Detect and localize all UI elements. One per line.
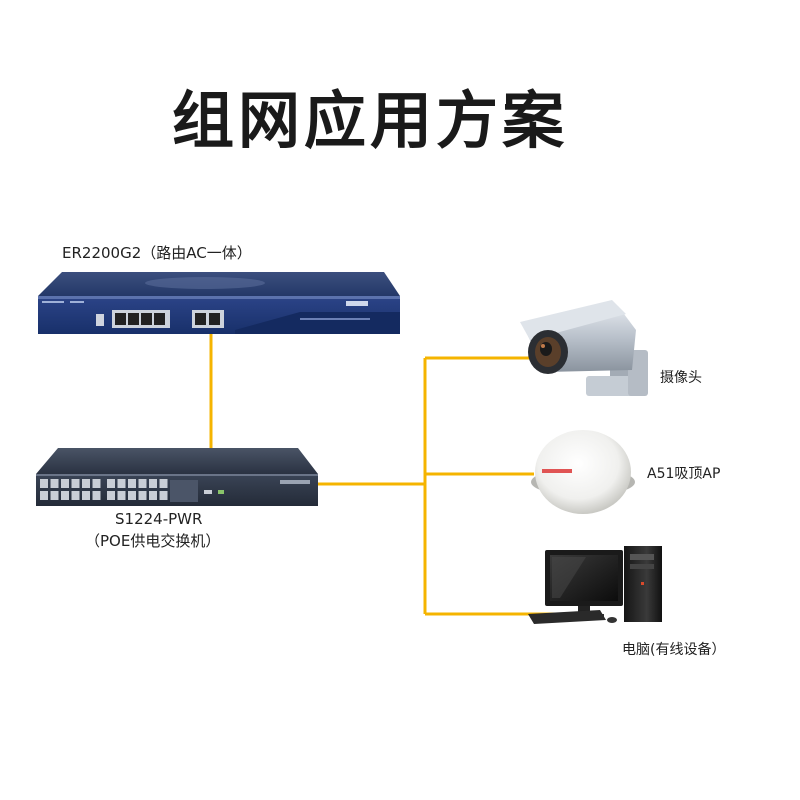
ap-device [531, 430, 635, 514]
camera-device [520, 300, 648, 396]
switch-model-label: S1224-PWR [115, 510, 203, 528]
camera-label: 摄像头 [660, 370, 702, 386]
switch-port [71, 491, 80, 500]
switch-port [50, 479, 59, 488]
switch-desc-label: （POE供电交换机） [85, 532, 221, 550]
switch-port [149, 479, 157, 488]
switch-device [36, 448, 318, 506]
pc-device [528, 546, 662, 624]
switch-port [138, 491, 147, 500]
switch-port [61, 491, 69, 500]
switch-port [82, 479, 90, 488]
switch-port [61, 479, 69, 488]
page-title: 组网应用方案 [171, 84, 568, 157]
ap-label: A51吸顶AP [647, 466, 721, 482]
switch-port [50, 491, 59, 500]
switch-port [117, 479, 126, 488]
switch-port [71, 479, 80, 488]
switch-port [159, 479, 168, 488]
switch-port [40, 491, 48, 500]
switch-port [138, 479, 147, 488]
switch-port [107, 491, 115, 500]
switch-ports [40, 479, 168, 500]
switch-port [92, 479, 101, 488]
switch-port [149, 491, 157, 500]
switch-port [128, 479, 136, 488]
switch-port [82, 491, 90, 500]
switch-port [117, 491, 126, 500]
switch-port [40, 479, 48, 488]
switch-port [92, 491, 101, 500]
switch-port [107, 479, 115, 488]
router-device [38, 272, 400, 334]
pc-label: 电脑(有线设备） [622, 642, 726, 658]
router-label: ER2200G2（路由AC一体） [62, 244, 252, 262]
switch-port [159, 491, 168, 500]
switch-port [128, 491, 136, 500]
